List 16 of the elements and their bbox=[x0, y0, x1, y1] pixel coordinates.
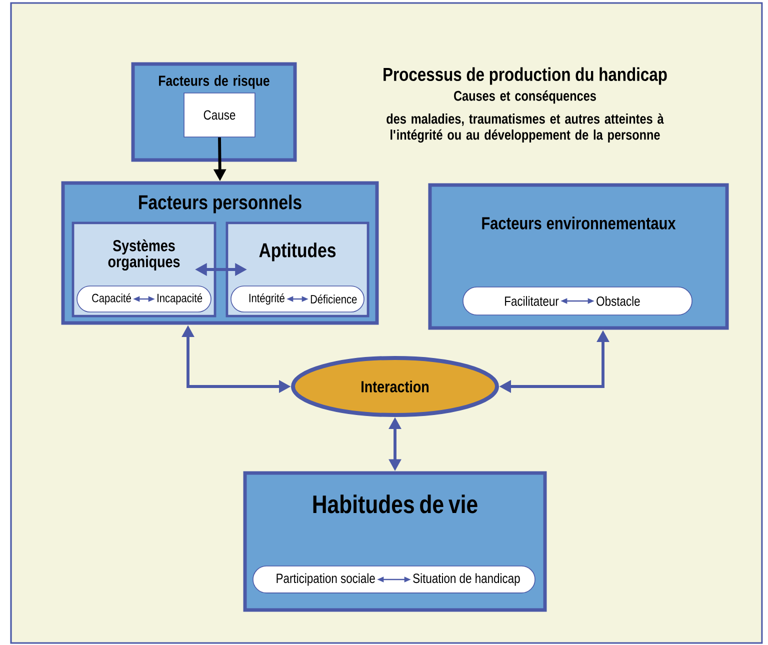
scale-pill bbox=[230, 286, 364, 312]
scale-pill bbox=[76, 286, 212, 312]
cause-box: Cause bbox=[184, 92, 256, 138]
title: Processus de production du handicap bbox=[384, 67, 667, 85]
scale-label: Obstacle bbox=[596, 296, 640, 306]
subtitle-text: Causes et conséquences bbox=[454, 90, 596, 104]
scale-label: Capacité bbox=[92, 293, 131, 305]
scale-pill bbox=[462, 286, 692, 316]
subtitle-text: des maladies, traumatismes et autres atteintes à l'intégrité ou au développement de la personne bbox=[386, 113, 664, 143]
scale-label: Déficience bbox=[310, 294, 357, 304]
scale-label: Intégrité bbox=[249, 293, 284, 305]
scale-label: Incapacité bbox=[158, 293, 202, 305]
scale-pill bbox=[252, 566, 536, 594]
scale-label: Facilitateur bbox=[505, 296, 559, 306]
scale-label: Participation sociale bbox=[276, 573, 375, 586]
scale-label: Situation de handicap bbox=[413, 573, 520, 586]
